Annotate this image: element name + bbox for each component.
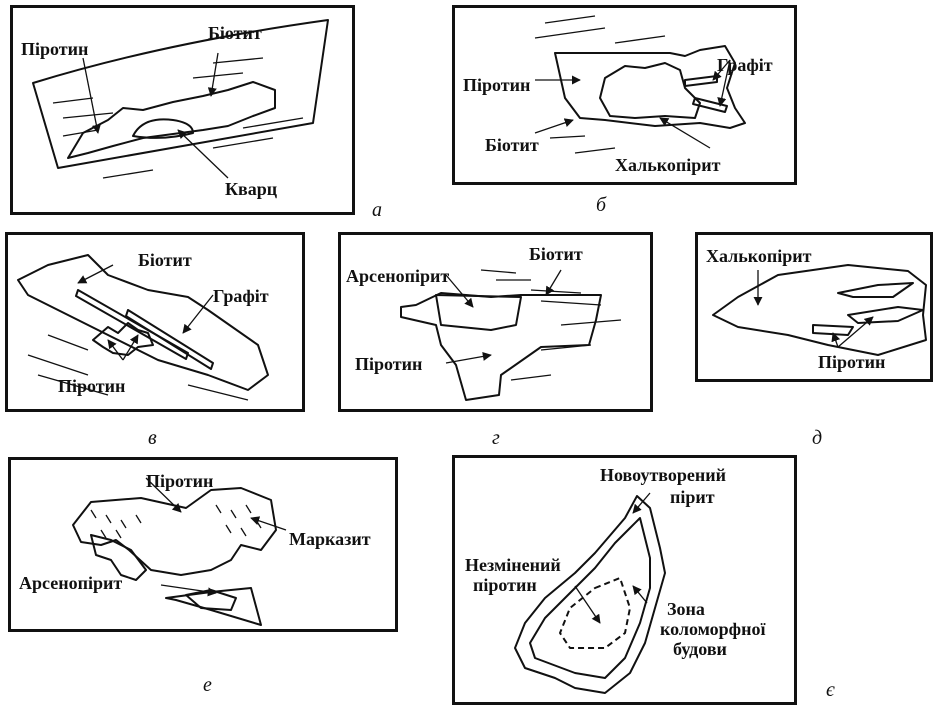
- label-chalcopyrite: Халькопірит: [706, 247, 812, 265]
- label-new-pyrite-line1: Новоутворений: [600, 466, 726, 484]
- graphite-lath-1: [685, 76, 717, 86]
- label-zone-line2: коломорфної: [660, 620, 766, 638]
- label-pyrrhotite: Піротин: [355, 355, 422, 373]
- colloform-zone: [530, 518, 650, 678]
- panel-g-drawing: [341, 235, 650, 409]
- label-pyrrhotite: Піротин: [818, 353, 885, 371]
- unaltered-pyrrhotite: [560, 578, 630, 648]
- label-biotite: Біотит: [529, 245, 583, 263]
- label-pyrrhotite: Піротин: [58, 377, 125, 395]
- arsenopyrite-grain: [436, 295, 521, 330]
- pyrrhotite-grain: [73, 488, 276, 575]
- pyrrhotite-grain: [401, 293, 601, 400]
- label-graphite: Графіт: [213, 287, 269, 305]
- chalcopyrite-grain: [713, 265, 926, 355]
- panel-d: Халькопірит Піротин: [695, 232, 933, 382]
- graphite-lath-2: [126, 310, 213, 369]
- label-zone-line3: будови: [673, 640, 727, 658]
- label-biotite: Біотит: [138, 251, 192, 269]
- caption-a: а: [372, 200, 382, 220]
- label-biotite: Біотит: [208, 24, 262, 42]
- label-arsenopyrite: Арсенопірит: [19, 574, 122, 592]
- caption-d: д: [812, 428, 822, 448]
- label-biotite: Біотит: [485, 136, 539, 154]
- label-unaltered-line2: піротин: [473, 576, 537, 594]
- label-zone-line1: Зона: [667, 600, 705, 618]
- pyrrhotite-lamella-2: [848, 307, 923, 323]
- label-pyrrhotite: Піротин: [463, 76, 530, 94]
- label-new-pyrite-line2: пірит: [670, 488, 715, 506]
- label-graphite: Графіт: [717, 56, 773, 74]
- label-unaltered-line1: Незмінений: [465, 556, 561, 574]
- caption-g: г: [492, 428, 500, 448]
- label-quartz: Кварц: [225, 180, 277, 198]
- label-marcasite: Марказит: [289, 530, 371, 548]
- graphite-lath-1: [76, 290, 188, 359]
- panel-v: Біотит Графіт Піротин: [5, 232, 305, 412]
- label-arsenopyrite: Арсенопірит: [346, 267, 449, 285]
- panel-g: Біотит Арсенопірит Піротин: [338, 232, 653, 412]
- label-pyrrhotite: Піротин: [21, 40, 88, 58]
- label-pyrrhotite: Піротин: [146, 472, 213, 490]
- caption-ye: є: [826, 680, 835, 700]
- panel-a: Піротин Біотит Кварц: [10, 5, 355, 215]
- arsenopyrite-grain: [166, 588, 261, 625]
- panel-e: Піротин Марказит Арсенопірит: [8, 457, 398, 632]
- caption-e: е: [203, 675, 212, 695]
- label-chalcopyrite: Халькопірит: [615, 156, 721, 174]
- caption-v: в: [148, 428, 157, 448]
- caption-b: б: [596, 195, 606, 215]
- panel-ye: Новоутворений пірит Незмінений піротин З…: [452, 455, 797, 705]
- chalcopyrite-grain: [600, 63, 700, 118]
- panel-b: Піротин Графіт Біотит Халькопірит: [452, 5, 797, 185]
- pyrrhotite-lamella-1: [838, 283, 913, 297]
